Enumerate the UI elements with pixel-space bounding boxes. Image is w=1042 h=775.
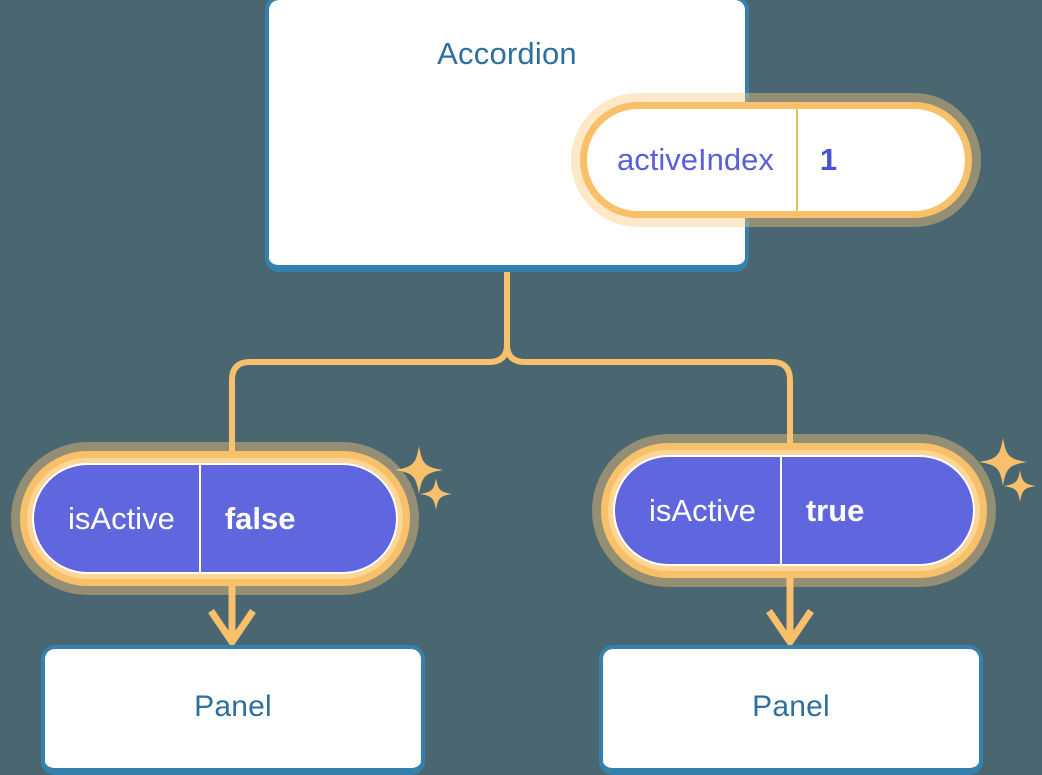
state-key-label: activeIndex (617, 142, 774, 177)
state-value-label: true (779, 457, 899, 564)
arrow-down-right-head (766, 609, 814, 649)
branch-connector (229, 269, 510, 458)
sparkle-icon (420, 478, 452, 510)
state-pill-inner: isActive false (32, 463, 398, 574)
state-pill-is-active-left[interactable]: isActive false (20, 451, 410, 586)
state-value-label: 1 (795, 109, 867, 211)
state-value-label: false (198, 465, 330, 572)
branch-connector-right (504, 342, 793, 450)
state-pill-is-active-right[interactable]: isActive true (601, 443, 987, 578)
state-pill-active-index[interactable]: activeIndex 1 (580, 102, 972, 218)
panel-card-right[interactable]: Panel (599, 645, 983, 775)
state-pill-inner: activeIndex 1 (587, 109, 965, 211)
sparkle-icon (1004, 470, 1036, 502)
panel-title: Panel (752, 690, 830, 723)
accordion-card[interactable]: Accordion activeIndex 1 (265, 0, 972, 272)
sparkle-icon (979, 438, 1027, 486)
accordion-title: Accordion (437, 36, 577, 71)
panel-title: Panel (194, 690, 272, 723)
state-key-label: isActive (649, 492, 756, 528)
arrow-down-left-head (208, 609, 256, 649)
panel-card-left[interactable]: Panel (41, 645, 425, 775)
state-key-label: isActive (68, 500, 175, 536)
state-pill-inner: isActive true (613, 455, 975, 566)
